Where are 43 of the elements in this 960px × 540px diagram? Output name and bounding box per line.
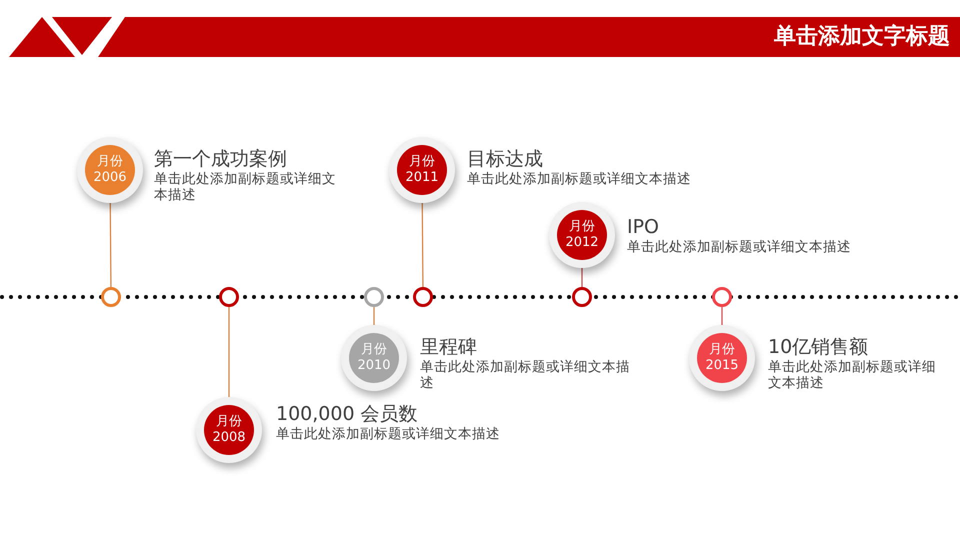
month-label: 月份 (709, 342, 735, 358)
milestone-badge (341, 325, 407, 391)
milestone-description: 单击此处添加副标题或详细文本描述 (420, 359, 631, 391)
year-label: 2008 (212, 430, 246, 446)
year-label: 2006 (93, 170, 127, 186)
month-label: 月份 (216, 414, 242, 430)
milestone-heading: 10亿销售额 (768, 336, 868, 358)
year-label: 2011 (405, 170, 439, 186)
milestone-badge (689, 325, 755, 391)
milestone-description: 单击此处添加副标题或详细文本描述 (768, 359, 937, 391)
timeline-ring (101, 287, 121, 307)
milestone-heading: 里程碑 (420, 336, 477, 358)
connector-line (581, 268, 583, 287)
connector-line (228, 307, 230, 397)
milestone-description: 单击此处添加副标题或详细文本描述 (276, 426, 501, 442)
month-label: 月份 (409, 154, 435, 170)
connector-line (373, 307, 375, 325)
milestone-description: 单击此处添加副标题或详细文本描述 (154, 171, 337, 203)
milestone-heading: IPO (627, 216, 660, 238)
month-label: 月份 (569, 219, 595, 235)
month-label: 月份 (97, 154, 123, 170)
connector-line (422, 203, 424, 287)
timeline-ring (413, 287, 433, 307)
milestone-badge (389, 137, 455, 203)
page-title: 单击添加文字标题 (774, 22, 950, 51)
connector-line (110, 203, 112, 287)
connector-line (721, 307, 723, 325)
milestone-description: 单击此处添加副标题或详细文本描述 (467, 171, 692, 187)
milestone-heading: 第一个成功案例 (154, 148, 287, 170)
timeline-ring (572, 287, 592, 307)
month-label: 月份 (361, 342, 387, 358)
milestone-description: 单击此处添加副标题或详细文本描述 (627, 239, 852, 255)
year-label: 2012 (565, 235, 599, 251)
year-label: 2010 (357, 358, 391, 374)
timeline-ring (364, 287, 384, 307)
milestone-heading: 100,000 会员数 (276, 403, 418, 425)
year-label: 2015 (705, 358, 739, 374)
timeline-ring (712, 287, 732, 307)
milestone-heading: 目标达成 (467, 148, 543, 170)
milestone-badge (77, 137, 143, 203)
timeline-ring (219, 287, 239, 307)
milestone-badge (549, 202, 615, 268)
milestone-badge (196, 397, 262, 463)
